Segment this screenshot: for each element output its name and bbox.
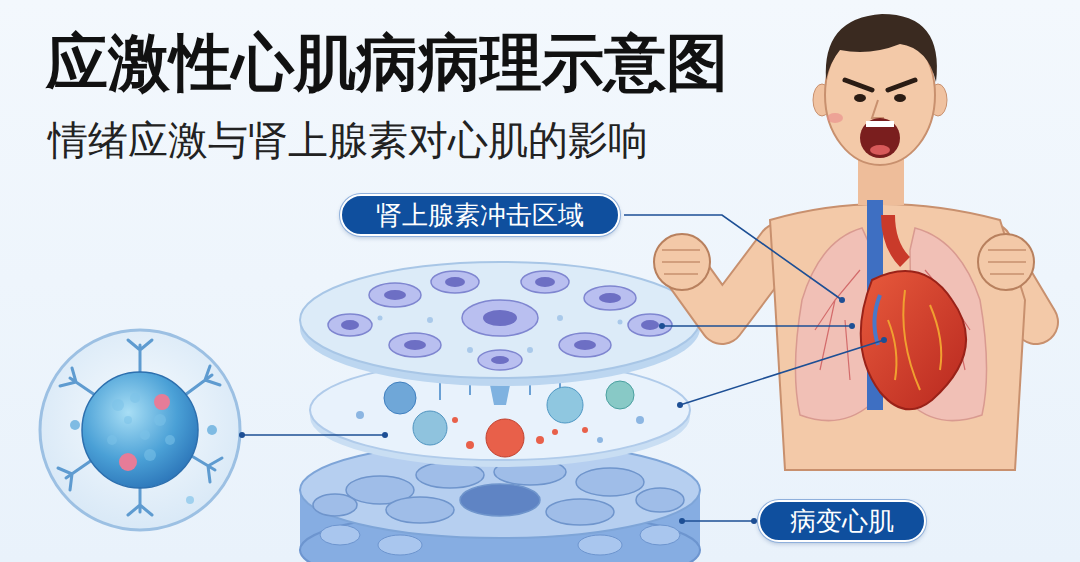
leader-dot [677,402,683,408]
leader-line [682,520,754,522]
cell-membrane-layer [300,262,700,386]
pill-label: 病变心肌 [790,502,894,540]
leader-dot [751,518,757,524]
cell-zoom [40,330,240,530]
diagram-title: 应激性心肌病病理示意图 [46,26,728,100]
label-pill: 病变心肌 [758,500,926,542]
leader-dot [881,337,887,343]
leader-line [680,340,884,405]
label-pill: 肾上腺素冲击区域 [340,194,620,236]
diagram-subtitle: 情绪应激与肾上腺素对心肌的影响 [48,116,648,164]
leader-dot [849,323,855,329]
pill-label: 肾上腺素冲击区域 [376,196,584,234]
leader-line [242,434,385,436]
leader-dot [659,323,665,329]
leader-dot [382,432,388,438]
leader-line [662,325,852,327]
leader-line [624,215,842,300]
leader-dot [679,518,685,524]
leader-dot [239,432,245,438]
leader-dot [839,297,845,303]
